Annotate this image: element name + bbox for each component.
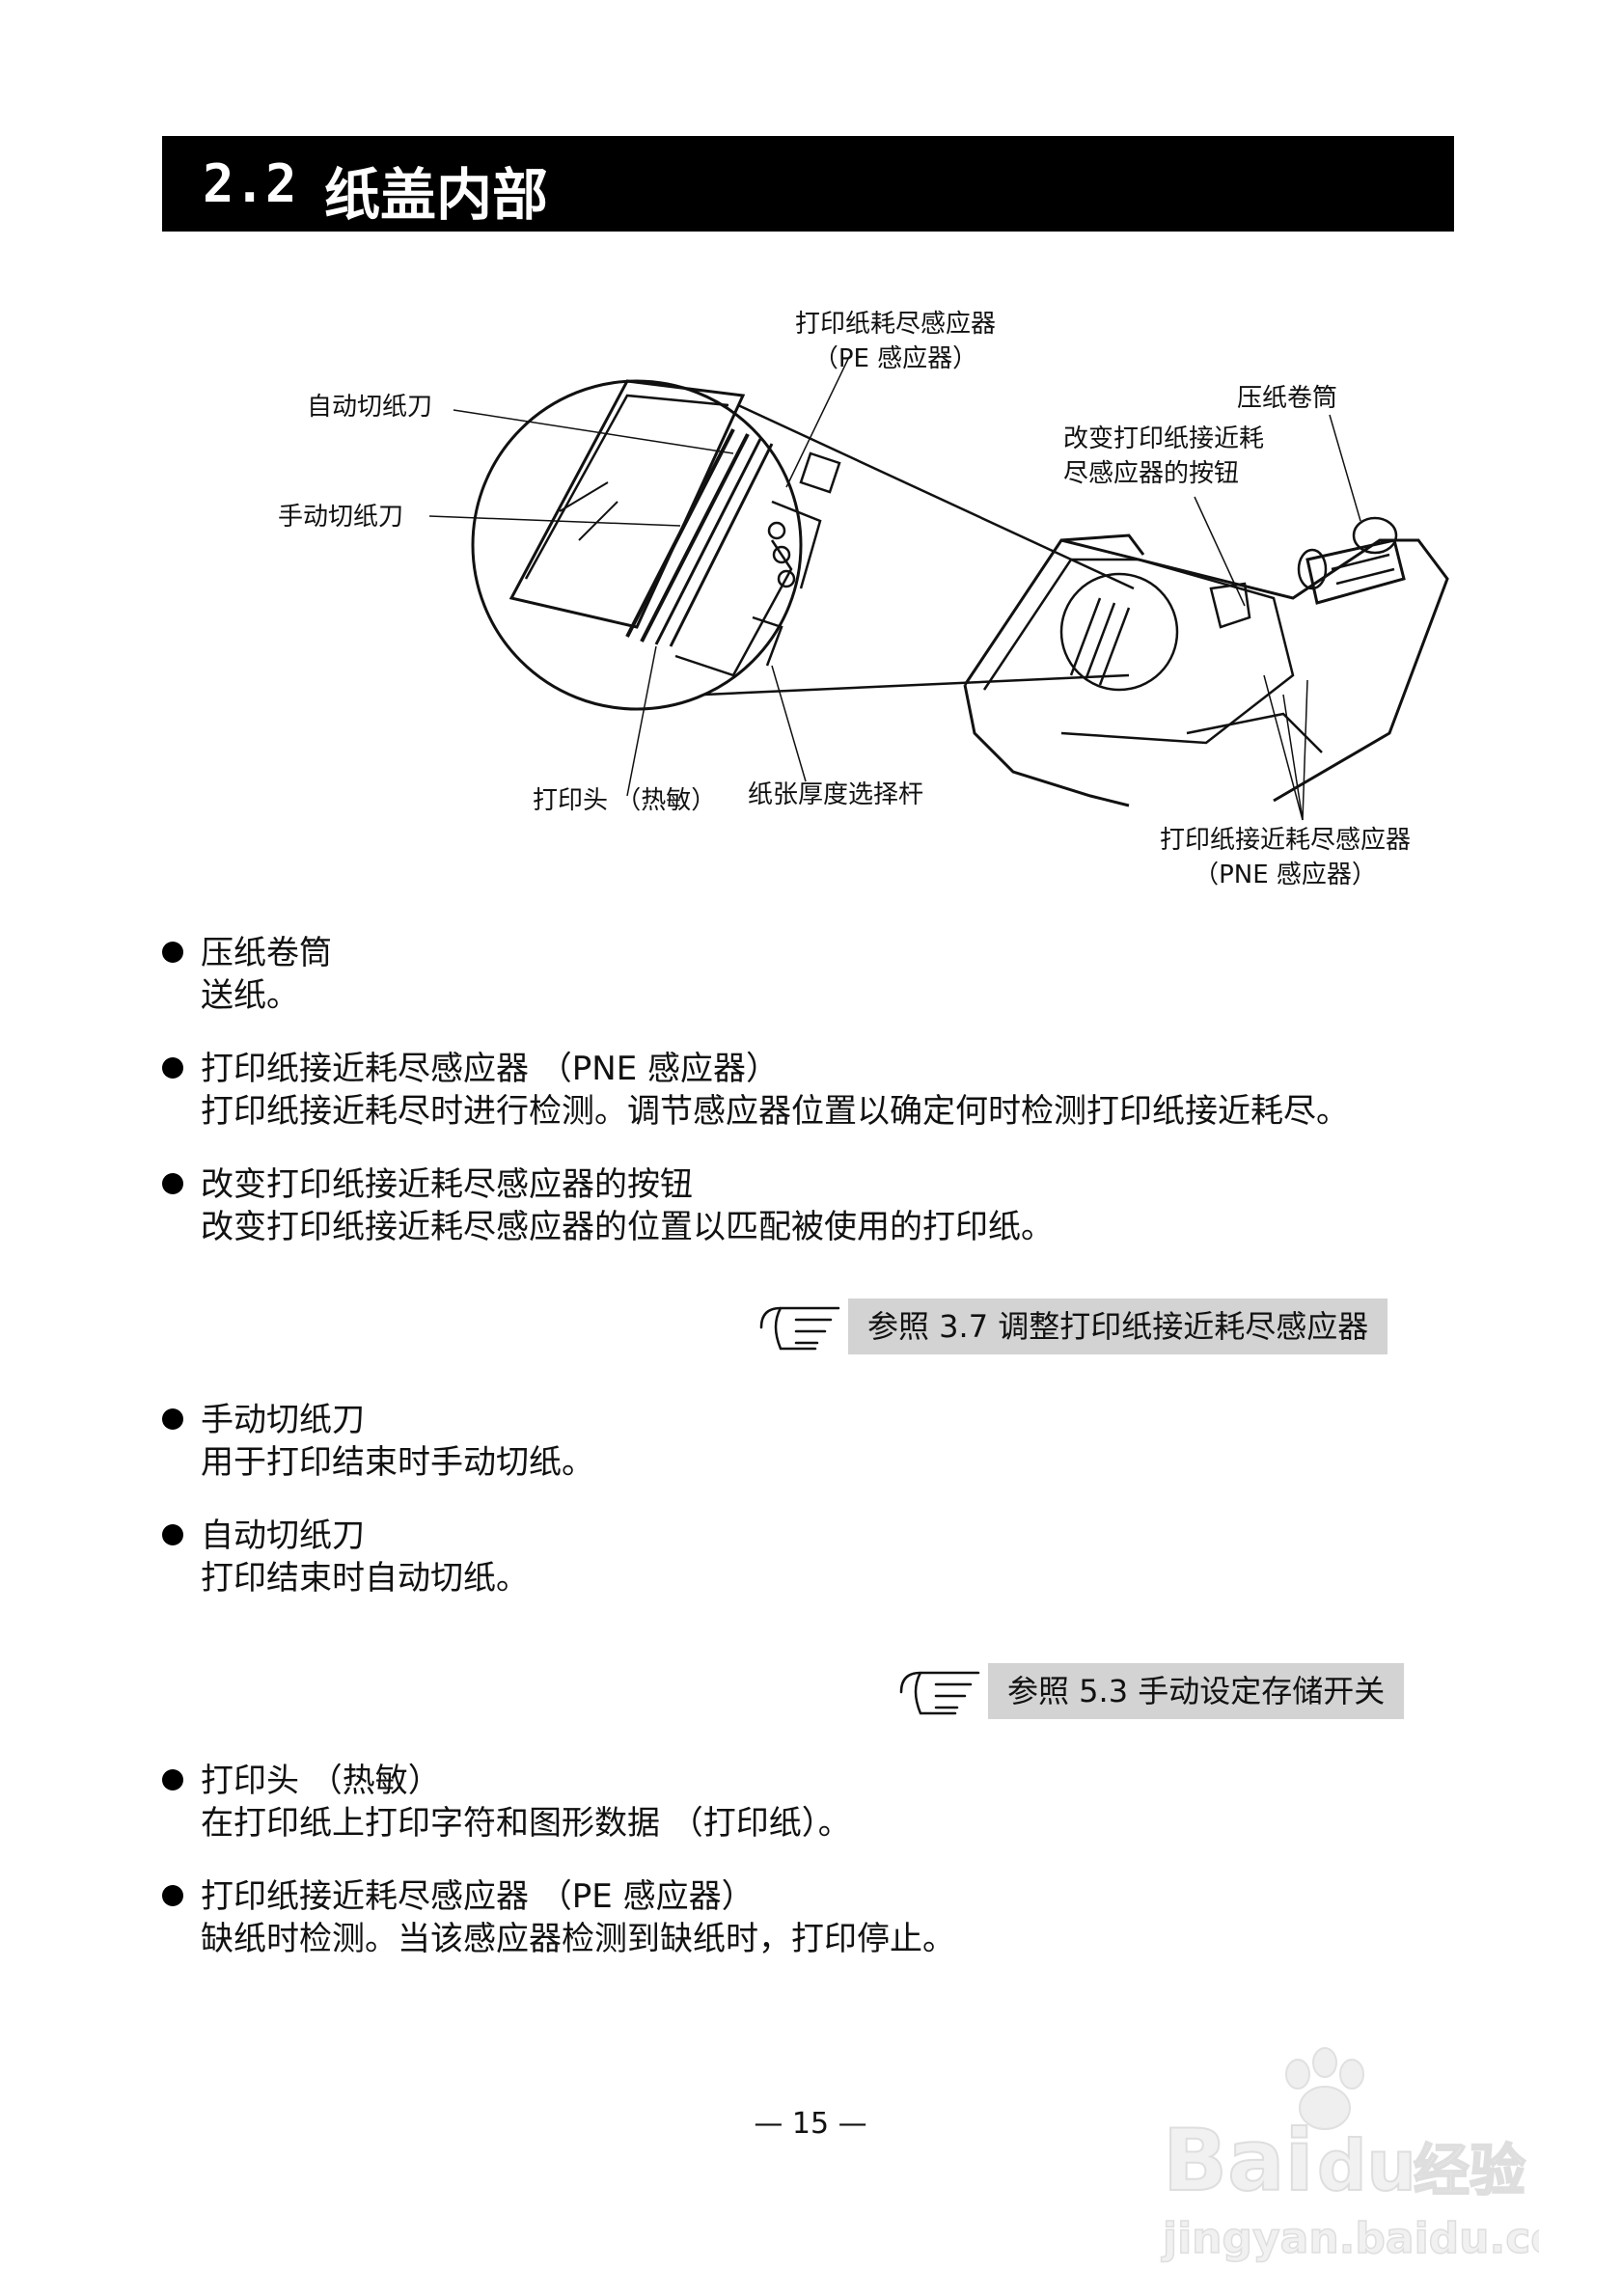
bullet-icon bbox=[162, 1408, 183, 1430]
callout-pne-sensor: 打印纸接近耗尽感应器 （PNE 感应器） bbox=[1140, 823, 1430, 892]
reference-note[interactable]: 参照 3.7 调整打印纸接近耗尽感应器 bbox=[757, 1298, 1388, 1354]
item-description: 用于打印结束时手动切纸。 bbox=[201, 1443, 594, 1482]
bullet-icon bbox=[162, 942, 183, 963]
callout-pe-sensor-line1: 打印纸耗尽感应器 bbox=[794, 310, 996, 339]
svg-text:经验: 经验 bbox=[1414, 2138, 1525, 2203]
callout-pne-button: 改变打印纸接近耗 尽感应器的按钮 bbox=[1063, 422, 1264, 491]
bullet-icon bbox=[162, 1524, 183, 1545]
callout-print-head: 打印头 （热敏） bbox=[533, 786, 717, 815]
section-title: 纸盖内部 bbox=[324, 162, 549, 228]
callout-pne-button-line1: 改变打印纸接近耗 bbox=[1063, 424, 1265, 453]
bullet-icon bbox=[162, 1173, 183, 1194]
bullet-icon bbox=[162, 1057, 183, 1079]
callout-pne-sensor-line1: 打印纸接近耗尽感应器 bbox=[1159, 826, 1411, 855]
item-description: 改变打印纸接近耗尽感应器的位置以匹配被使用的打印纸。 bbox=[201, 1208, 1054, 1246]
item-description: 打印纸接近耗尽时进行检测。调节感应器位置以确定何时检测打印纸接近耗尽。 bbox=[201, 1092, 1349, 1131]
item-description: 打印结束时自动切纸。 bbox=[201, 1559, 529, 1598]
callout-pne-sensor-line2: （PNE 感应器） bbox=[1194, 861, 1377, 889]
callout-platen: 压纸卷筒 bbox=[1237, 384, 1338, 413]
callout-thickness-lever: 纸张厚度选择杆 bbox=[748, 780, 924, 809]
svg-text:du: du bbox=[1317, 2125, 1416, 2206]
item-description: 送纸。 bbox=[201, 976, 299, 1015]
reference-label: 参照 3.7 调整打印纸接近耗尽感应器 bbox=[848, 1298, 1388, 1354]
callout-pne-button-line2: 尽感应器的按钮 bbox=[1063, 459, 1240, 488]
callout-auto-cutter: 自动切纸刀 bbox=[307, 393, 433, 422]
bullet-icon bbox=[162, 1885, 183, 1906]
callout-pe-sensor-line2: （PE 感应器） bbox=[812, 344, 978, 373]
svg-text:jingyan.baidu.com: jingyan.baidu.com bbox=[1161, 2214, 1539, 2263]
callout-manual-cutter: 手动切纸刀 bbox=[278, 503, 404, 532]
item-description: 在打印纸上打印字符和图形数据 （打印纸）。 bbox=[201, 1804, 851, 1843]
item-heading: 打印纸接近耗尽感应器 （PE 感应器） bbox=[201, 1877, 755, 1916]
section-number: 2.2 bbox=[203, 153, 297, 214]
item-heading: 打印纸接近耗尽感应器 （PNE 感应器） bbox=[201, 1050, 780, 1088]
item-heading: 压纸卷筒 bbox=[201, 934, 332, 972]
item-heading: 打印头 （热敏） bbox=[201, 1762, 441, 1800]
printer-illustration bbox=[428, 356, 1449, 821]
item-description: 缺纸时检测。当该感应器检测到缺纸时，打印停止。 bbox=[201, 1920, 955, 1958]
reference-label: 参照 5.3 手动设定存储开关 bbox=[988, 1663, 1405, 1719]
reference-note[interactable]: 参照 5.3 手动设定存储开关 bbox=[897, 1663, 1405, 1719]
pointing-hand-icon bbox=[759, 1306, 840, 1351]
page-number: — 15 — bbox=[754, 2107, 867, 2141]
baidu-jingyan-watermark-logo: Bai du 经验 jingyan.baidu.com bbox=[1160, 2047, 1539, 2264]
callout-pe-sensor: 打印纸耗尽感应器 （PE 感应器） bbox=[789, 307, 1002, 376]
bullet-icon bbox=[162, 1769, 183, 1790]
section-header: 2.2 纸盖内部 bbox=[162, 136, 1454, 232]
item-heading: 改变打印纸接近耗尽感应器的按钮 bbox=[201, 1165, 693, 1204]
item-heading: 自动切纸刀 bbox=[201, 1517, 365, 1555]
svg-text:Bai: Bai bbox=[1163, 2111, 1314, 2210]
pointing-hand-icon bbox=[899, 1671, 980, 1715]
item-heading: 手动切纸刀 bbox=[201, 1401, 365, 1439]
